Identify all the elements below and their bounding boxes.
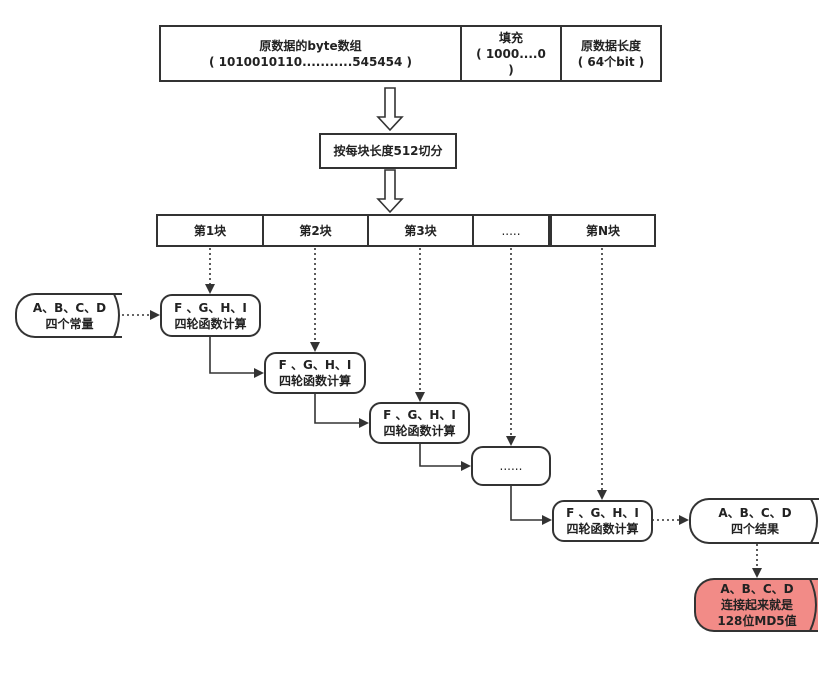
result-line2: 四个结果 — [730, 522, 779, 536]
split-box: 按每块长度512切分 — [319, 133, 457, 169]
chain-arrow-4 — [510, 486, 552, 525]
round-fn-n-line2: 四轮函数计算 — [566, 522, 639, 536]
round-fn-1: F 、G、H、I 四轮函数计算 — [160, 294, 261, 337]
padding-title: 填充 — [498, 30, 523, 45]
bytes-box: 原数据的byte数组 ( 1010010110...........545454… — [159, 25, 462, 82]
round-fn-2: F 、G、H、I 四轮函数计算 — [264, 352, 366, 394]
bytes-content: ( 1010010110...........545454 ) — [208, 54, 413, 69]
chain-arrow-3 — [419, 443, 471, 471]
block-1: 第1块 — [156, 214, 264, 247]
constants-line1: A、B、C、D — [32, 300, 107, 315]
block-2-label: 第2块 — [299, 223, 332, 238]
bytes-title: 原数据的byte数组 — [259, 38, 362, 53]
final-line1: A、B、C、D — [720, 582, 794, 596]
padding-close: ) — [508, 62, 514, 77]
block-n-label: 第N块 — [585, 223, 621, 238]
round-fn-3-line2: 四轮函数计算 — [383, 424, 456, 438]
block-2: 第2块 — [262, 214, 369, 247]
hollow-arrow-2 — [376, 169, 404, 214]
round-fn-n-line1: F 、G、H、I — [566, 506, 639, 520]
block-ellipsis: ..... — [472, 214, 550, 247]
padding-box: 填充 ( 1000....0 ) — [460, 25, 562, 82]
round-fn-3-line1: F 、G、H、I — [383, 408, 456, 422]
split-label: 按每块长度512切分 — [333, 144, 443, 158]
round-fn-3: F 、G、H、I 四轮函数计算 — [369, 402, 470, 444]
result-node: A、B、C、D 四个结果 — [689, 498, 819, 544]
round-fn-1-line1: F 、G、H、I — [174, 300, 247, 315]
padding-content: ( 1000....0 — [476, 46, 546, 61]
block-ellipsis-label: ..... — [501, 223, 521, 238]
round-fn-2-line1: F 、G、H、I — [278, 358, 352, 372]
result-curve — [810, 498, 818, 544]
length-title: 原数据长度 — [580, 38, 641, 53]
block-n: 第N块 — [550, 214, 656, 247]
round-fn-ellipsis-label: ...... — [499, 459, 523, 473]
constants-node: A、B、C、D 四个常量 — [15, 293, 122, 338]
round-fn-1-line2: 四轮函数计算 — [174, 316, 247, 331]
block-1-label: 第1块 — [193, 223, 227, 238]
block-3-label: 第3块 — [404, 223, 437, 238]
round-fn-2-line2: 四轮函数计算 — [278, 374, 351, 388]
length-box: 原数据长度 ( 64个bit ) — [560, 25, 662, 82]
constants-curve — [113, 293, 120, 338]
constants-line2: 四个常量 — [45, 316, 94, 331]
chain-arrow-1 — [209, 336, 264, 378]
final-line2: 连接起来就是 — [720, 598, 793, 612]
round-fn-ellipsis: ...... — [471, 446, 551, 486]
final-md5-node: A、B、C、D 连接起来就是 128位MD5值 — [694, 578, 818, 632]
chain-arrow-2 — [314, 393, 369, 428]
block-3: 第3块 — [367, 214, 474, 247]
final-curve — [809, 578, 817, 632]
length-content: ( 64个bit ) — [577, 54, 645, 69]
hollow-arrow-1 — [376, 87, 404, 132]
round-fn-n: F 、G、H、I 四轮函数计算 — [552, 500, 653, 542]
result-line1: A、B、C、D — [718, 506, 792, 520]
final-line3: 128位MD5值 — [717, 614, 797, 628]
